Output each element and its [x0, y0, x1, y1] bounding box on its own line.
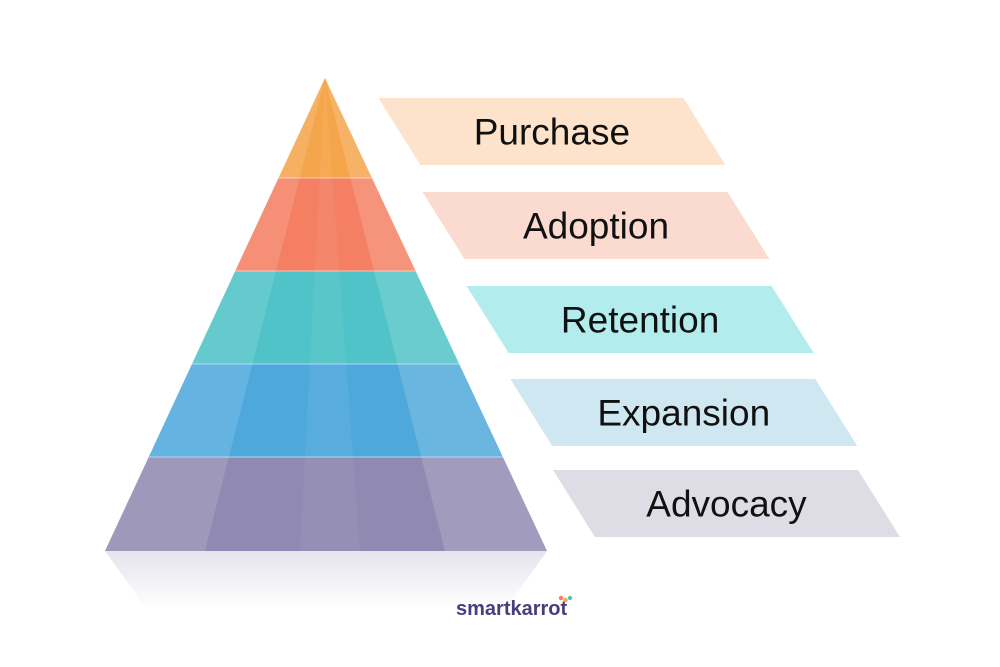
pyramid-right-facet-shade: [325, 78, 547, 551]
pyramid-reflection: [105, 551, 547, 610]
tier-label-expansion: Expansion: [597, 393, 770, 434]
pyramid-tier-retention: [191, 271, 460, 364]
logo-accent-dot: [567, 595, 573, 601]
label-band-expansion: [510, 379, 858, 446]
pyramid-center-highlight: [300, 78, 360, 551]
pyramid-tier-expansion: [148, 364, 503, 457]
tier-label-retention: Retention: [561, 300, 719, 341]
pyramid-tier-advocacy: [105, 457, 547, 551]
label-band-retention: [466, 286, 814, 353]
pyramid-tier-purchase: [278, 78, 372, 178]
logo-accent-dot: [558, 595, 564, 601]
tier-label-advocacy: Advocacy: [646, 484, 807, 525]
logo-accent-dot: [563, 597, 568, 603]
pyramid-left-facet-shade: [105, 78, 325, 551]
label-band-advocacy: [552, 470, 900, 537]
logo-text: smartkarrot: [456, 598, 568, 620]
label-band-purchase: [378, 98, 726, 165]
tier-label-adoption: Adoption: [523, 206, 669, 247]
smartkarrot-logo: smartkarrot: [456, 595, 573, 620]
label-band-adoption: [422, 192, 770, 259]
pyramid-tier-adoption: [235, 178, 416, 271]
tier-label-purchase: Purchase: [474, 112, 630, 153]
